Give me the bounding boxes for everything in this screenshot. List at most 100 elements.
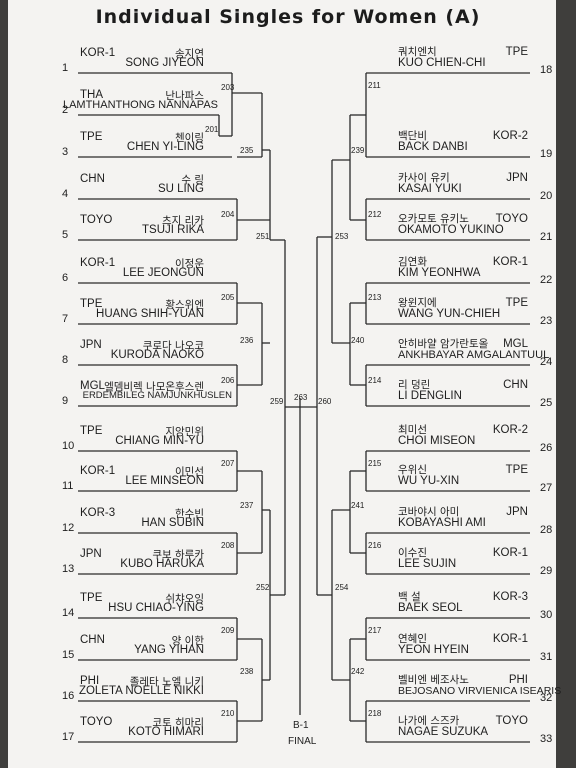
player-name: KOBAYASHI AMI — [398, 517, 486, 529]
player-seed: 16 — [62, 690, 75, 702]
match-number: 237 — [240, 501, 254, 510]
player-seed: 24 — [540, 356, 553, 368]
player-country: JPN — [506, 506, 528, 518]
match-number: 206 — [221, 376, 235, 385]
player-name: SU LING — [157, 183, 204, 195]
player-korean-name: 나가에 스즈카 — [398, 715, 460, 727]
bracket-sheet — [8, 0, 556, 768]
player-seed: 7 — [62, 313, 69, 325]
player-seed: 12 — [62, 522, 75, 534]
player-country: KOR-1 — [80, 257, 116, 269]
player-korean-name: 코바야시 아미 — [398, 506, 460, 518]
player-country: KOR-3 — [492, 591, 528, 603]
player-name: YEON HYEIN — [398, 644, 469, 656]
player-name: OKAMOTO YUKINO — [398, 224, 504, 236]
match-number: 207 — [221, 459, 235, 468]
player-seed: 1 — [62, 62, 69, 74]
player-seed: 25 — [540, 397, 553, 409]
match-number: 242 — [351, 667, 365, 676]
player-name: KIM YEONHWA — [398, 267, 481, 279]
final-court: B-1 — [293, 720, 309, 731]
player-korean-name: 연혜인 — [398, 633, 427, 645]
match-number: 201 — [205, 125, 219, 134]
player-korean-name: 이수진 — [398, 547, 427, 559]
player-country: CHN — [503, 379, 528, 391]
match-number: 212 — [368, 210, 382, 219]
match-number: 213 — [368, 293, 382, 302]
player-name: CHOI MISEON — [398, 435, 476, 447]
player-seed: 17 — [62, 731, 75, 743]
player-name: LEE SUJIN — [398, 558, 457, 570]
player-korean-name: 쿠로다 나오코 — [142, 340, 204, 352]
player-country: TPE — [80, 592, 103, 604]
player-name: KUBO HARUKA — [120, 558, 204, 570]
match-number: 215 — [368, 459, 382, 468]
player-korean-name: 쿼치엔치 — [398, 46, 437, 58]
player-country: CHN — [80, 173, 105, 185]
player-korean-name: 양 이한 — [171, 635, 204, 647]
final-label: FINAL — [288, 736, 317, 747]
player-korean-name: 왕윈지에 — [398, 297, 437, 309]
player-country: TPE — [505, 46, 528, 58]
player-name: BACK DANBI — [398, 141, 468, 153]
player-seed: 23 — [540, 315, 553, 327]
player-seed: 26 — [540, 442, 553, 454]
player-korean-name: 츠지 리카 — [162, 215, 204, 227]
player-seed: 21 — [540, 231, 553, 243]
player-korean-name: 난나파스 — [165, 90, 204, 102]
player-seed: 22 — [540, 274, 553, 286]
match-number: 204 — [221, 210, 235, 219]
player-korean-name: 졸레타 노엘 니키 — [129, 676, 204, 688]
player-seed: 3 — [62, 146, 69, 158]
player-seed: 2 — [62, 104, 69, 116]
player-korean-name: 수 링 — [181, 174, 204, 186]
player-seed: 28 — [540, 524, 553, 536]
player-name: LEE JEONGUN — [122, 267, 204, 279]
match-number: 254 — [335, 583, 349, 592]
player-seed: 10 — [62, 440, 75, 452]
player-country: TOYO — [495, 213, 528, 225]
player-seed: 4 — [62, 188, 69, 200]
player-name: NAGAE SUZUKA — [398, 726, 489, 738]
player-korean-name: 엘뎀비렉 나모온후스렌 — [104, 381, 204, 393]
match-number: 209 — [221, 626, 235, 635]
player-name: CHIANG MIN-YU — [115, 435, 204, 447]
player-name: SONG JIYEON — [125, 57, 204, 69]
player-country: KOR-1 — [80, 47, 116, 59]
player-country: MGL — [80, 380, 105, 392]
player-country: KOR-3 — [80, 507, 116, 519]
match-number: 205 — [221, 293, 235, 302]
player-name: KASAI YUKI — [398, 183, 462, 195]
player-seed: 9 — [62, 395, 69, 407]
player-korean-name: 황스위엔 — [165, 299, 204, 311]
player-korean-name: 카사이 유키 — [398, 172, 450, 184]
page-title: Individual Singles for Women (A) — [95, 6, 481, 28]
match-number: 208 — [221, 541, 235, 550]
player-name: HSU CHIAO-YING — [108, 602, 204, 614]
player-korean-name: 백 설 — [398, 591, 421, 603]
player-name: WANG YUN-CHIEH — [398, 308, 501, 320]
match-number: 260 — [318, 397, 332, 406]
match-number: 217 — [368, 626, 382, 635]
player-country: THA — [80, 89, 103, 101]
player-country: TOYO — [80, 716, 113, 728]
player-name: WU YU-XIN — [398, 475, 460, 487]
player-korean-name: 지앙민위 — [165, 426, 204, 438]
player-country: PHI — [508, 674, 528, 686]
player-name: HAN SUBIN — [141, 517, 204, 529]
player-seed: 11 — [62, 480, 74, 492]
player-country: KOR-2 — [492, 130, 528, 142]
player-country: TPE — [80, 131, 103, 143]
player-korean-name: 한수빈 — [175, 508, 204, 520]
player-name: KUO CHIEN-CHI — [398, 57, 486, 69]
player-name: BAEK SEOL — [398, 602, 463, 614]
match-number: 259 — [270, 397, 284, 406]
match-number: 214 — [368, 376, 382, 385]
player-country: JPN — [80, 548, 102, 560]
player-seed: 27 — [540, 482, 553, 494]
match-number: 240 — [351, 336, 365, 345]
player-korean-name: 벨비엔 베조사노 — [398, 674, 469, 686]
match-number: 239 — [351, 146, 365, 155]
player-seed: 15 — [62, 649, 75, 661]
